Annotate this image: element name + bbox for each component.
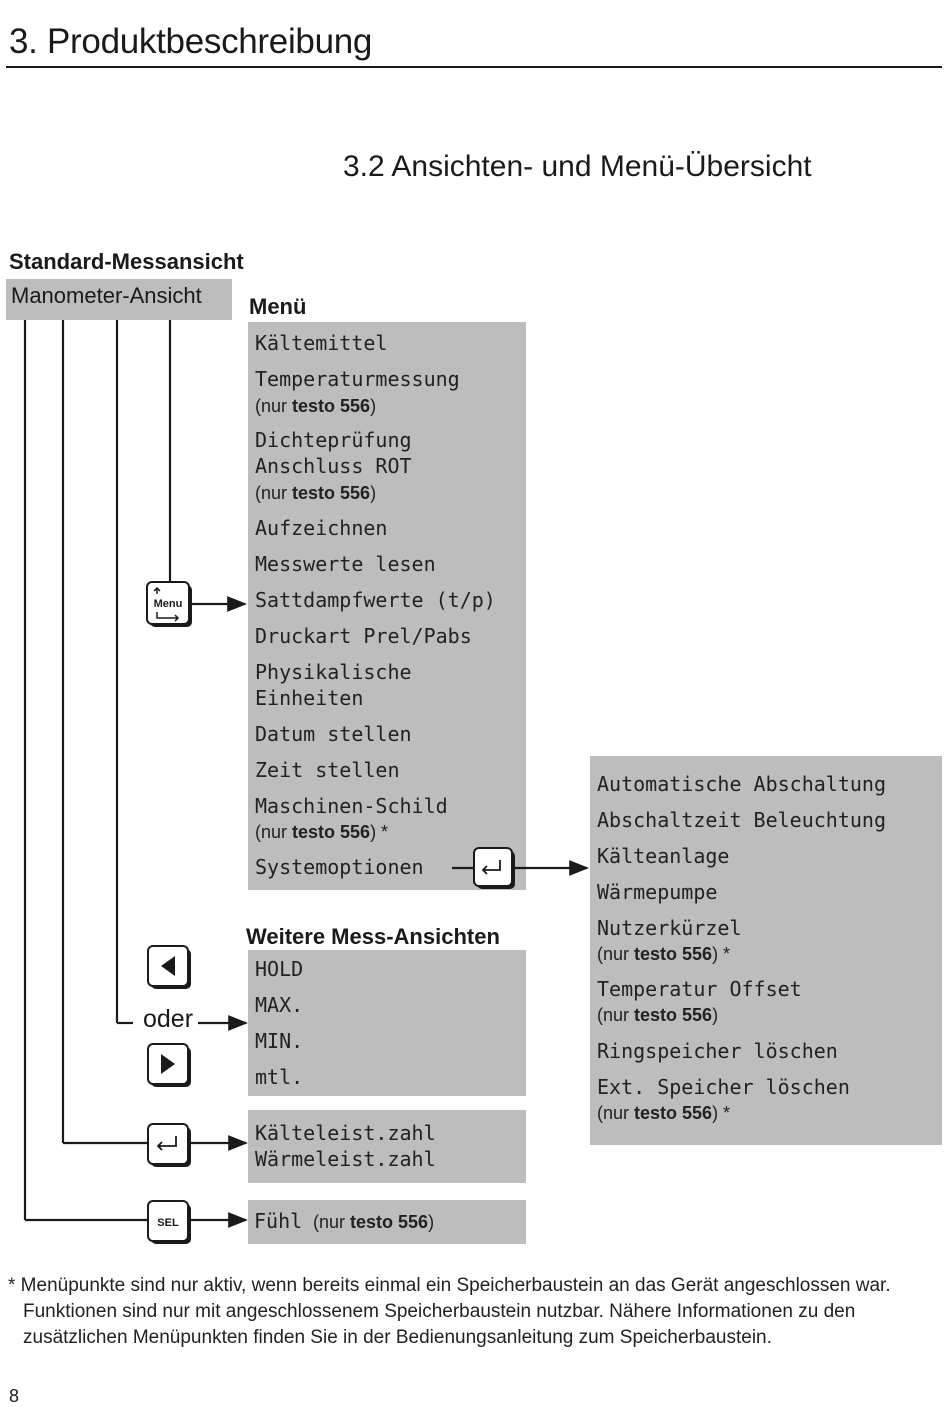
menu-item-messwerte-lesen: Messwerte lesen: [255, 552, 436, 576]
menu-box: [248, 322, 526, 890]
menu-item-physikalische-line2: Einheiten: [255, 686, 364, 710]
arrow-right-key-icon: [147, 1043, 191, 1087]
sysopt-item-kaelteanlage: Kälteanlage: [597, 844, 730, 868]
menu-item-kaeltemittel: Kältemittel: [255, 331, 388, 355]
page-number: 8: [9, 1386, 20, 1406]
sysopt-item-nutzerkuerzel: Nutzerkürzel: [597, 916, 742, 940]
footnote-line: * Menüpunkte sind nur aktiv, wenn bereit…: [8, 1275, 891, 1296]
menu-item-systemoptionen: Systemoptionen: [255, 855, 424, 879]
sysopt-item-waermepumpe: Wärmepumpe: [597, 880, 718, 904]
view-item-max: MAX.: [255, 993, 304, 1017]
menu-item-sattdampfwerte: Sattdampfwerte (t/p): [255, 588, 496, 612]
manometer-view-box: Manometer-Ansicht: [6, 279, 232, 320]
sysopt-item-automatische-abschaltung: Automatische Abschaltung: [597, 772, 886, 796]
menu-key-label: Menu: [154, 598, 183, 610]
sysopt-item-ringspeicher: Ringspeicher löschen: [597, 1039, 838, 1063]
menu-item-dichtepruefung-line2: Anschluss ROT: [255, 454, 412, 478]
menu-item-druckart: Druckart Prel/Pabs: [255, 624, 472, 648]
sysopt-item-note: (nur testo 556) *: [597, 944, 731, 964]
menu-item-zeit-stellen: Zeit stellen: [255, 758, 400, 782]
system-options-box: [590, 756, 942, 1145]
sysopt-item-temperatur-offset: Temperatur Offset: [597, 977, 802, 1001]
arrow-left-key-icon: [147, 945, 191, 989]
menu-item-note: (nur testo 556): [255, 396, 377, 416]
menu-item-datum-stellen: Datum stellen: [255, 722, 412, 746]
sysopt-item-ext-speicher: Ext. Speicher löschen: [597, 1075, 850, 1099]
enter-key-icon: [473, 847, 515, 889]
sel-key-label: SEL: [157, 1217, 179, 1229]
footnote-line: zusätzlichen Menüpunkten finden Sie in d…: [23, 1327, 772, 1348]
sensor-box: [248, 1200, 526, 1244]
menu-item-temperaturmessung: Temperaturmessung: [255, 367, 460, 391]
footnote: * Menüpunkte sind nur aktiv, wenn bereit…: [8, 1273, 891, 1351]
enter-key-icon: [147, 1123, 191, 1167]
view-item-kaelteleistzahl: Kälteleist.zahl: [255, 1121, 436, 1145]
menu-title: Menü: [249, 294, 307, 319]
menu-item-note: (nur testo 556) *: [255, 822, 389, 842]
view-item-waermeleistzahl: Wärmeleist.zahl: [255, 1147, 436, 1171]
menu-item-maschinen-schild: Maschinen-Schild: [255, 794, 448, 818]
menu-item-physikalische: Physikalische: [255, 660, 412, 684]
standard-view-title: Standard-Messansicht: [9, 249, 244, 274]
performance-box: [248, 1110, 526, 1183]
sensor-note: (nur testo 556): [313, 1212, 435, 1232]
header-rule: [6, 66, 942, 68]
menu-item-note: (nur testo 556): [255, 483, 377, 503]
or-label: oder: [143, 1005, 194, 1033]
sel-key-icon: SEL: [147, 1200, 191, 1244]
menu-item-dichtepruefung: Dichteprüfung: [255, 428, 412, 452]
view-item-min: MIN.: [255, 1029, 304, 1053]
sysopt-item-abschaltzeit: Abschaltzeit Beleuchtung: [597, 808, 886, 832]
menu-item-aufzeichnen: Aufzeichnen: [255, 516, 388, 540]
footnote-line: Funktionen sind nur mit angeschlossenem …: [23, 1301, 856, 1322]
sysopt-item-note: (nur testo 556): [597, 1005, 719, 1025]
further-views-title: Weitere Mess-Ansichten: [246, 924, 500, 949]
sysopt-item-note: (nur testo 556) *: [597, 1103, 731, 1123]
menu-key-icon: Menu: [146, 581, 192, 627]
chapter-title: 3. Produktbeschreibung: [9, 22, 373, 61]
view-item-mtl: mtl.: [255, 1065, 304, 1089]
further-views-box: [248, 950, 526, 1096]
view-item-fuehl: Fühl: [254, 1209, 303, 1233]
section-title: 3.2 Ansichten- und Menü-Übersicht: [343, 150, 812, 183]
view-item-hold: HOLD: [255, 957, 304, 981]
